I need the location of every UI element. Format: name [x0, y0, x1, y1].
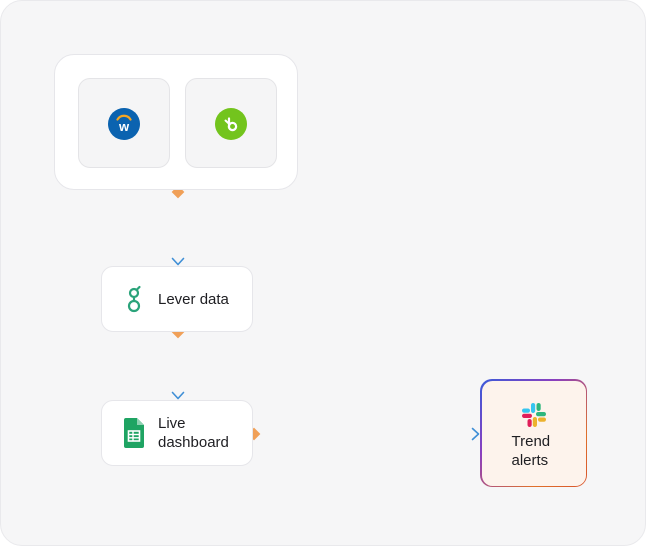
node-label: Lever data — [158, 290, 229, 308]
live-dashboard-node[interactable]: Live dashboard — [101, 400, 253, 466]
lever-icon — [127, 285, 141, 313]
trend-alerts-node[interactable]: Trend alerts — [480, 379, 587, 487]
slack-icon — [521, 402, 546, 427]
svg-text:w: w — [118, 119, 130, 134]
workday-icon: w — [108, 108, 140, 140]
integrations-group[interactable]: w — [54, 54, 298, 190]
google-sheets-icon — [124, 418, 144, 448]
bamboohr-tile[interactable] — [185, 78, 277, 168]
lever-data-node[interactable]: Lever data — [101, 266, 253, 332]
node-label: Trend alerts — [511, 432, 551, 469]
bamboohr-icon — [215, 108, 247, 140]
workday-tile[interactable]: w — [78, 78, 170, 168]
node-label: Live dashboard — [158, 415, 229, 451]
